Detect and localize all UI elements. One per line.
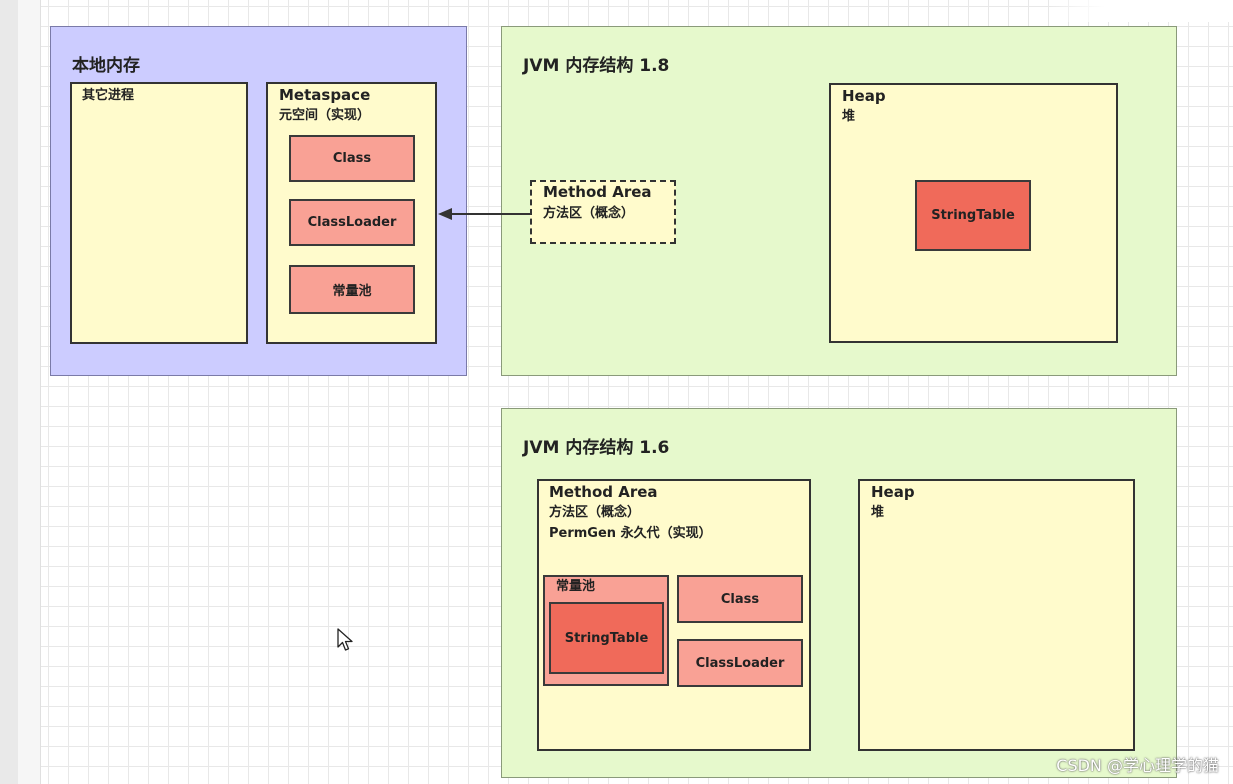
jvm16-heap-box[interactable]: Heap 堆 [858,479,1135,751]
jvm16-method-area-title: Method Area [549,483,658,501]
mouse-cursor-icon [337,628,353,651]
jvm16-constant-pool-title: 常量池 [556,579,596,594]
jvm18-heap-title: Heap [842,87,886,105]
jvm16-classloader-item[interactable]: ClassLoader [677,639,803,687]
jvm16-title: JVM 内存结构 1.6 [523,438,670,458]
metaspace-constant-pool-item[interactable]: 常量池 [289,265,415,314]
metaspace-title: Metaspace [279,86,371,104]
jvm16-class-item[interactable]: Class [677,575,803,623]
jvm18-string-table[interactable]: StringTable [915,180,1031,251]
jvm16-heap-title: Heap [871,483,915,501]
jvm18-method-area-title: Method Area [543,183,652,201]
jvm16-method-area-subtitle: 方法区（概念） [549,505,641,520]
jvm16-heap-subtitle: 堆 [871,505,885,520]
metaspace-class-item[interactable]: Class [289,135,415,182]
other-process-label: 其它进程 [82,88,135,103]
left-scroll-strip [0,0,18,784]
jvm18-heap-box[interactable]: Heap 堆 [829,83,1118,343]
metaspace-arrow [438,208,530,220]
metaspace-classloader-item[interactable]: ClassLoader [289,199,415,246]
jvm18-title: JVM 内存结构 1.8 [523,56,670,76]
jvm18-method-area-box[interactable]: Method Area 方法区（概念） [530,180,676,244]
jvm18-method-area-subtitle: 方法区（概念） [543,206,635,221]
other-process-box[interactable]: 其它进程 [70,82,248,344]
jvm16-string-table[interactable]: StringTable [549,602,664,674]
csdn-watermark: CSDN @学心理学的猫 [1056,756,1219,775]
top-overlay-fade [1050,0,1233,22]
canvas-margin [18,0,41,784]
metaspace-subtitle: 元空间（实现） [279,108,371,123]
jvm18-heap-subtitle: 堆 [842,109,856,124]
native-memory-title: 本地内存 [72,56,140,76]
jvm16-permgen-label: PermGen 永久代（实现） [549,526,712,541]
